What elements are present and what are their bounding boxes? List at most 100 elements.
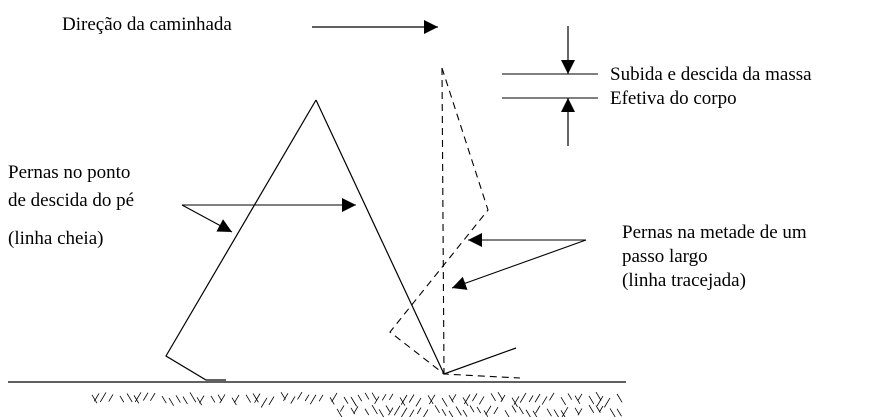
ground-hatch-mark [567,393,573,400]
ground-hatch-mark [599,405,604,413]
ground-hatch-mark [297,391,303,400]
ground-hatch-mark [441,397,448,407]
solid-legs-label-line2: de descida do pé [8,190,135,211]
ground-hatch-mark [210,395,216,403]
ground-hatch-mark [574,407,580,415]
ground-hatch-mark [182,396,188,405]
direction-label: Direção da caminhada [62,14,232,35]
ground-hatch-mark [340,405,345,412]
ground-hatch-mark [393,405,401,416]
dashed-front-leg [389,67,521,379]
dashed-legs-label-line1: Pernas na metade de um [622,222,807,243]
ground-hatch-mark [260,397,268,408]
ground-hatch-mark [448,410,454,417]
ground-hatch-mark [357,394,363,402]
mass-label-line2: Efetiva do corpo [610,88,737,109]
ground-hatch-mark [513,396,520,405]
ground-hatch-mark [175,395,181,403]
ground-hatch-mark [448,394,454,403]
ground-hatch-mark [469,405,475,413]
ground-hatch-mark [493,406,499,415]
ground-hatch-mark [588,404,595,414]
dashed-legs-label-line2: passo largo [622,246,708,267]
ground-hatch-mark [371,404,378,415]
solid-front-leg [315,99,517,375]
ground-hatch-mark [577,408,583,416]
ground-hatch-mark [478,396,485,405]
ground-hatch-mark [427,395,434,405]
ground-hatch-mark [381,393,387,401]
ground-hatch-mark [309,394,317,405]
solid-legs-label-line3: (linha cheia) [8,228,104,249]
ground-hatch-mark [119,395,125,403]
solid-rear-leg [165,99,317,381]
ground-hatch-mark [476,406,482,414]
ground-hatch-mark [217,394,223,402]
ground-hatch-mark [451,394,457,402]
ground-hatch-mark [462,409,468,417]
ground-hatch-mark [254,393,261,403]
ground-hatch-mark [91,394,98,404]
ground-hatch-mark [388,407,394,416]
ground-hatch-mark [331,392,338,402]
ground-hatch-mark [234,394,240,403]
ground-hatch-mark [196,397,203,406]
ground-hatch-mark [350,396,357,407]
ground-hatch-mark [150,392,156,402]
ground-hatch-mark [504,410,510,417]
ground-hatch-mark [500,394,506,403]
ground-hatch-mark [219,394,226,404]
ground-hatch-mark [596,395,604,407]
ground-hatch-mark [528,395,534,403]
ground-hatch-mark [560,410,566,417]
solid-legs-label-line1: Pernas no ponto [8,162,131,183]
ground-hatch-mark [423,409,429,417]
ground-hatch-mark [463,394,471,405]
ground-hatch-mark [549,392,555,401]
ground-hatch-mark [161,395,167,404]
ground-hatch-mark [560,396,567,406]
ground-hatch-mark [400,394,408,405]
ground-hatch-mark [364,408,370,416]
ground-hatch-mark [142,392,149,401]
ground-hatch-mark [371,392,378,401]
ground-hatch-mark [518,406,524,415]
ground-hatch-mark [616,393,623,403]
ground-hatch-mark [415,397,422,407]
ground-hatch-mark [134,392,142,403]
ground-hatch-mark [385,405,391,412]
ground-hatch-mark [535,405,541,414]
ground-hatch-mark [546,408,552,417]
ground-hatch-mark [511,405,517,413]
ground-hatch-mark [485,405,492,415]
ground-hatch-mark [490,393,496,402]
ground-hatch-mark [168,397,175,406]
ground-hatch-mark [290,396,296,404]
ground-hatch-mark [399,397,406,406]
ground-hatch-mark [588,395,595,405]
pointer-to-dashed-rear-leg [451,239,587,290]
ground-hatch-mark [472,393,478,402]
ground-hatch-mark [561,406,569,417]
ground-hatch-mark [343,396,349,404]
mass-label-line1: Subida e descida da massa [610,64,812,85]
ground-hatch-mark [231,397,237,406]
ground-hatch-mark [408,394,415,403]
ground-hatch-mark [304,394,310,402]
ground-hatch-mark [416,407,422,415]
dashed-legs-label-line3: (linha tracejada) [622,270,746,291]
ground-hatch-mark [604,397,611,408]
ground-hatch-mark [541,396,548,405]
ground-hatch-mark [353,406,359,414]
ground-hatch-mark [245,394,251,403]
ground-hatch-mark [93,393,100,402]
ground-hatch-mark [532,410,538,417]
ground-hatch-mark [553,409,559,417]
ground-hatch-mark [577,393,583,402]
ground-hatching [91,391,623,417]
ground-hatch-mark [497,391,504,401]
ground-hatch-mark [108,394,114,402]
ground-hatch-mark [609,408,616,417]
ground-hatch-mark [616,408,622,417]
